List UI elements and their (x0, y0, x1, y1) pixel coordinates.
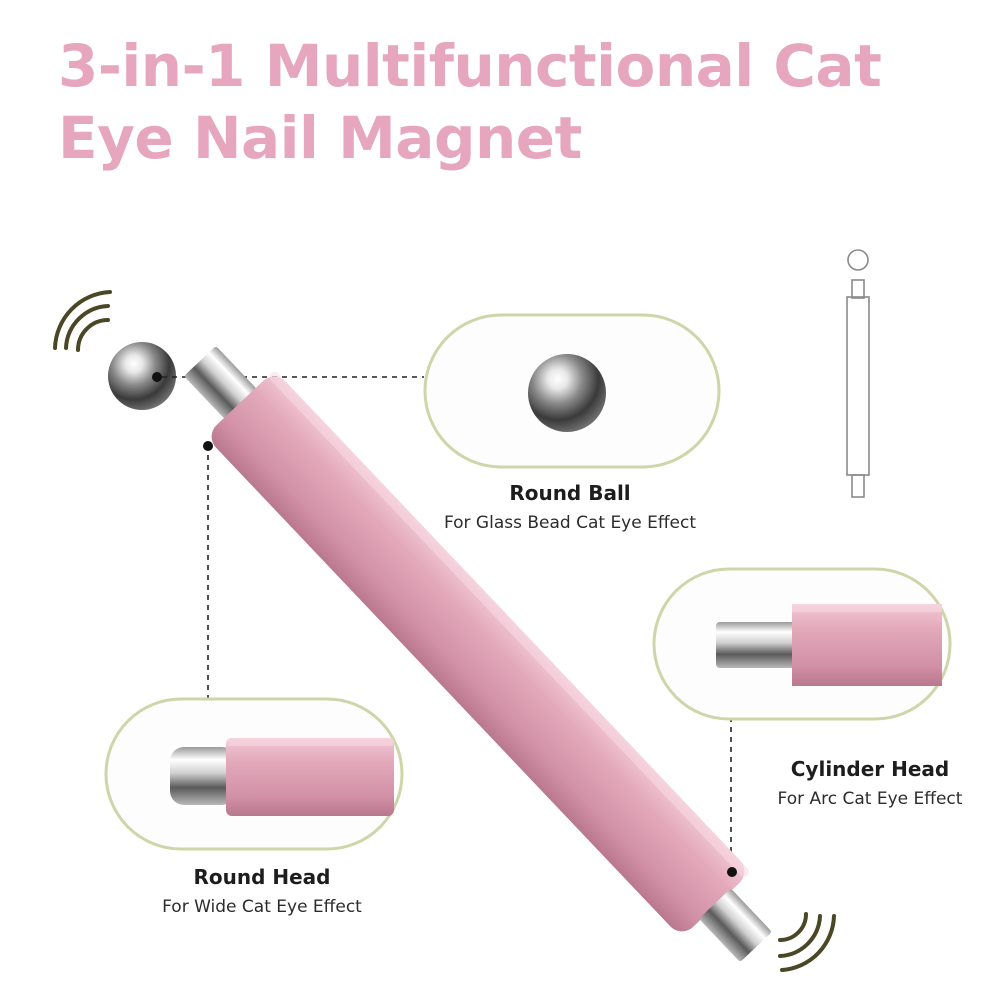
round-ball-tip (108, 342, 176, 410)
magnetic-wave-icon (53, 290, 112, 352)
title-line-1: 3-in-1 Multifunctional Cat (58, 32, 882, 100)
callout-round-head (104, 697, 404, 851)
label-cylinder-head: Cylinder Head For Arc Cat Eye Effect (740, 756, 1000, 811)
label-round-ball: Round Ball For Glass Bead Cat Eye Effect (400, 480, 740, 535)
magnet-pen (185, 347, 771, 961)
pointer-dot (203, 441, 213, 451)
title-line-2: Eye Nail Magnet (58, 104, 582, 172)
pointer-dot (152, 372, 162, 382)
round-ball-name: Round Ball (509, 481, 631, 505)
round-head-description: For Wide Cat Eye Effect (162, 897, 362, 917)
page-title: 3-in-1 Multifunctional Cat Eye Nail Magn… (58, 30, 958, 174)
round-ball-description: For Glass Bead Cat Eye Effect (443, 513, 697, 533)
pen-outline-icon (846, 249, 870, 498)
label-round-head: Round Head For Wide Cat Eye Effect (112, 864, 412, 919)
magnetic-wave-icon (778, 912, 836, 972)
callout-round-ball (423, 313, 721, 469)
pointer-dot (727, 867, 737, 877)
cylinder-head-description: For Arc Cat Eye Effect (777, 789, 963, 809)
round-head-name: Round Head (193, 865, 331, 889)
cylinder-head-name: Cylinder Head (790, 757, 950, 781)
callout-cylinder-head (652, 567, 952, 721)
